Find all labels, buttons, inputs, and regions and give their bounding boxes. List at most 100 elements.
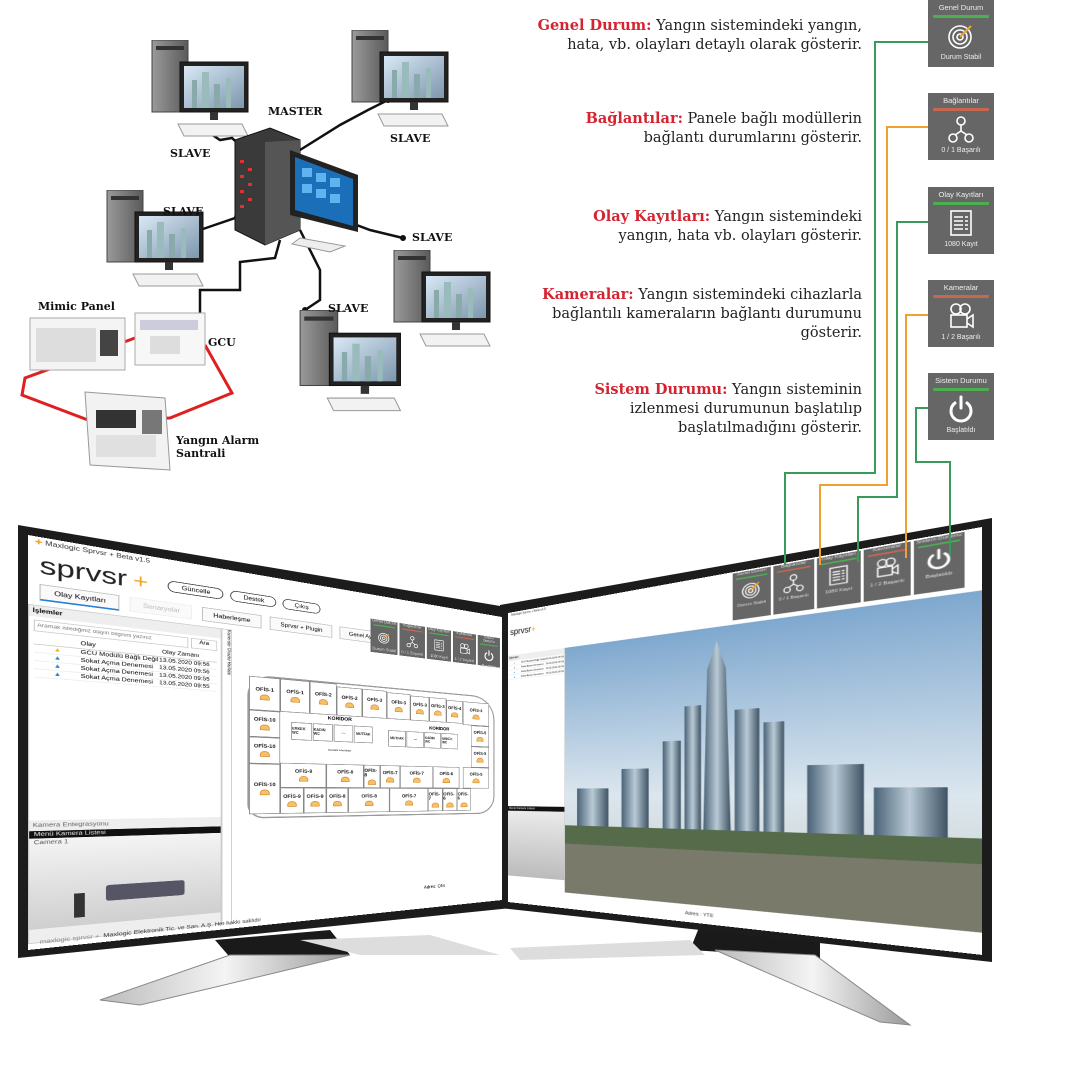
floor-room[interactable]: OFİS-6 xyxy=(433,766,459,788)
floor-room[interactable]: OFİS-8 xyxy=(364,765,380,788)
floor-room[interactable]: OFİS-3 xyxy=(362,689,387,719)
floor-room[interactable]: OFİS-8 xyxy=(326,764,363,788)
floor-room[interactable]: OFİS-10 xyxy=(249,763,280,814)
floor-room[interactable]: OFİS-7 xyxy=(390,788,429,812)
floor-room[interactable]: OFİS-9 xyxy=(280,788,304,814)
floor-room[interactable]: OFİS-10 xyxy=(249,737,280,765)
service-room[interactable]: — xyxy=(407,731,424,748)
description-baglantilar: Bağlantılar: Panele bağlı modüllerin bağ… xyxy=(572,109,862,148)
support-button[interactable]: Destek xyxy=(231,590,277,608)
update-button[interactable]: Güncelle xyxy=(168,580,224,600)
status-tile-1[interactable]: Genel Durum Durum Stabil xyxy=(928,0,994,67)
smoke-detector-icon[interactable] xyxy=(345,702,354,708)
smoke-detector-icon[interactable] xyxy=(416,709,424,714)
floor-room[interactable]: OFİS-1 xyxy=(249,676,280,712)
service-room[interactable]: MUTFAK xyxy=(354,726,373,744)
smoke-detector-icon[interactable] xyxy=(451,712,458,717)
search-button[interactable]: Ara xyxy=(191,638,217,651)
screen-status-tile[interactable]: Bağlantılar0 / 1 Başarılı xyxy=(773,559,814,615)
smoke-detector-icon[interactable] xyxy=(434,710,441,715)
room-label: OFİS-1 xyxy=(286,689,304,695)
status-tile-5[interactable]: Sistem Durumu Başlatıldı xyxy=(928,373,994,440)
service-room[interactable]: — xyxy=(334,724,353,742)
smoke-detector-icon[interactable] xyxy=(260,694,270,700)
tile-header: Kameralar xyxy=(928,283,994,292)
service-room[interactable]: ERKEK WC xyxy=(291,722,312,741)
service-room[interactable]: KADIN WC xyxy=(424,732,441,749)
floor-room[interactable]: OFİS-4 xyxy=(463,701,489,726)
smoke-detector-icon[interactable] xyxy=(341,777,350,782)
status-tile-2[interactable]: Bağlantılar 0 / 1 Başarılı xyxy=(928,93,994,160)
smoke-detector-icon[interactable] xyxy=(405,800,413,805)
smoke-detector-icon[interactable] xyxy=(319,699,328,705)
floor-room[interactable]: OFİS-10 xyxy=(249,710,280,738)
floor-room[interactable]: OFİS-7 xyxy=(428,788,443,811)
room-label: OFİS-3 xyxy=(431,704,445,709)
room-label: OFİS-6 xyxy=(440,772,454,776)
screen-status-tile[interactable]: Genel DurumDurum Stabil xyxy=(733,567,771,621)
smoke-detector-icon[interactable] xyxy=(260,790,270,796)
room-label: — xyxy=(342,731,346,735)
smoke-detector-icon[interactable] xyxy=(386,777,394,782)
tile-status: 0 / 1 Başarılı xyxy=(928,147,994,154)
smoke-detector-icon[interactable] xyxy=(443,778,450,783)
floor-room[interactable]: OFİS-2 xyxy=(310,681,337,715)
smoke-detector-icon[interactable] xyxy=(432,802,439,807)
floor-room[interactable]: OFİS-1 xyxy=(280,679,310,714)
smoke-detector-icon[interactable] xyxy=(477,758,484,763)
smoke-detector-icon[interactable] xyxy=(333,801,342,806)
smoke-detector-icon[interactable] xyxy=(299,776,308,782)
floor-room[interactable]: OFİS-5 xyxy=(471,725,489,747)
fire-alarm-panel-label-1: Yangın Alarm xyxy=(176,434,259,447)
smoke-detector-icon[interactable] xyxy=(260,724,270,730)
floor-room[interactable]: OFİS-8 xyxy=(326,788,348,813)
floor-room[interactable]: OFİS-3 xyxy=(387,692,411,720)
floor-room[interactable]: OFİS-8 xyxy=(348,788,389,813)
smoke-detector-icon[interactable] xyxy=(260,751,270,757)
smoke-detector-icon[interactable] xyxy=(413,778,421,783)
room-label: OFİS-10 xyxy=(254,783,276,788)
floor-room[interactable]: OFİS-5 xyxy=(463,767,489,788)
screen-status-tile[interactable]: Kameralar1 / 2 Başarılı xyxy=(864,542,911,602)
floor-room[interactable]: OFİS-6 xyxy=(457,788,471,810)
screen-status-tile[interactable]: Sistem DurumuBaşlatıldı xyxy=(914,532,965,595)
camera-menu[interactable]: Menü Kamera Listesi xyxy=(508,806,564,812)
floor-room[interactable]: OFİS-9 xyxy=(280,763,326,788)
smoke-detector-icon[interactable] xyxy=(473,714,480,719)
floor-room[interactable]: OFİS-5 xyxy=(471,746,489,767)
floor-room[interactable]: OFİS-3 xyxy=(410,696,429,722)
status-tile-3[interactable]: Olay Kayıtları 1080 Kayıt xyxy=(928,187,994,254)
floor-room[interactable]: OFİS-7 xyxy=(380,765,400,788)
smoke-detector-icon[interactable] xyxy=(461,802,468,807)
room-label: OFİS-8 xyxy=(364,768,379,777)
smoke-detector-icon[interactable] xyxy=(368,779,376,784)
exit-button[interactable]: Çıkış xyxy=(283,598,320,614)
floor-room[interactable]: OFİS-4 xyxy=(446,700,463,724)
smoke-detector-icon[interactable] xyxy=(395,707,403,713)
status-tile-4[interactable]: Kameralar 1 / 2 Başarılı xyxy=(928,280,994,347)
description-sistem-durumu: Sistem Durumu: Yangın sisteminin izlenme… xyxy=(582,380,862,438)
service-room[interactable]: ERKEK WC xyxy=(442,733,458,749)
floor-room[interactable]: OFİS-9 xyxy=(304,788,327,814)
service-room[interactable]: KADIN WC xyxy=(313,723,333,741)
smoke-detector-icon[interactable] xyxy=(477,737,484,742)
smoke-detector-icon[interactable] xyxy=(287,801,296,807)
floor-room[interactable]: OFİS-2 xyxy=(337,686,363,717)
screen-status-tile[interactable]: Olay Kayıtları1080 Kayıt xyxy=(817,551,861,609)
description-title: Bağlantılar: xyxy=(586,110,683,127)
smoke-detector-icon[interactable] xyxy=(371,704,379,710)
floor-room[interactable]: OFİS-3 xyxy=(429,697,446,722)
room-label: OFİS-10 xyxy=(254,744,276,750)
slave-computer xyxy=(152,40,248,136)
service-room[interactable]: MUTFAK xyxy=(388,730,406,747)
smoke-detector-icon[interactable] xyxy=(290,697,299,703)
smoke-detector-icon[interactable] xyxy=(446,802,453,807)
smoke-detector-icon[interactable] xyxy=(473,778,480,783)
slave-label: SLAVE xyxy=(412,231,452,244)
smoke-detector-icon[interactable] xyxy=(311,801,320,806)
floor-room[interactable]: OFİS-6 xyxy=(443,788,457,811)
side-tab[interactable]: Kameralar Cihazlar Haritalar xyxy=(222,628,232,924)
floor-room[interactable]: OFİS-7 xyxy=(400,766,433,789)
smoke-detector-icon[interactable] xyxy=(365,801,373,806)
left-stand-leg xyxy=(100,955,350,1005)
